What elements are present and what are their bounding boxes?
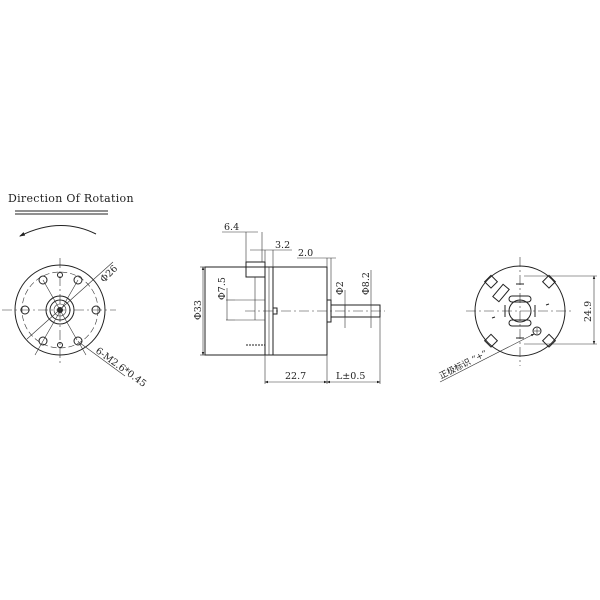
dim-terminal-spacing: 24.9 (583, 301, 594, 322)
dim-body-length: 22.7 (285, 371, 306, 382)
front-view: Φ26 6-M2.6*0.45 (2, 258, 148, 390)
rotation-arrow-icon (19, 225, 97, 237)
dim-body-dia: Φ33 (193, 300, 204, 320)
polarity-label: 正极标识 “+” (437, 348, 489, 382)
dim-shaft-length: L±0.5 (336, 371, 365, 382)
rotation-title: Direction Of Rotation (8, 192, 134, 205)
rear-view: 24.9 正极标识 “+” (437, 257, 597, 383)
dim-pcd: Φ26 (98, 263, 120, 285)
dim-holes: 6-M2.6*0.45 (93, 346, 148, 390)
dim-shaft-dia: Φ2 (335, 281, 346, 295)
dim-bush-dia: Φ8.2 (361, 272, 372, 295)
dim-flange: 3.2 (275, 240, 290, 251)
dim-gap: 2.0 (298, 248, 313, 259)
side-view: 6.4 3.2 2.0 Φ33 Φ7.5 Φ2 Φ8.2 22.7 L±0.5 (193, 222, 385, 384)
dim-boss-width: 6.4 (224, 222, 239, 233)
dim-boss-dia: Φ7.5 (217, 277, 228, 300)
